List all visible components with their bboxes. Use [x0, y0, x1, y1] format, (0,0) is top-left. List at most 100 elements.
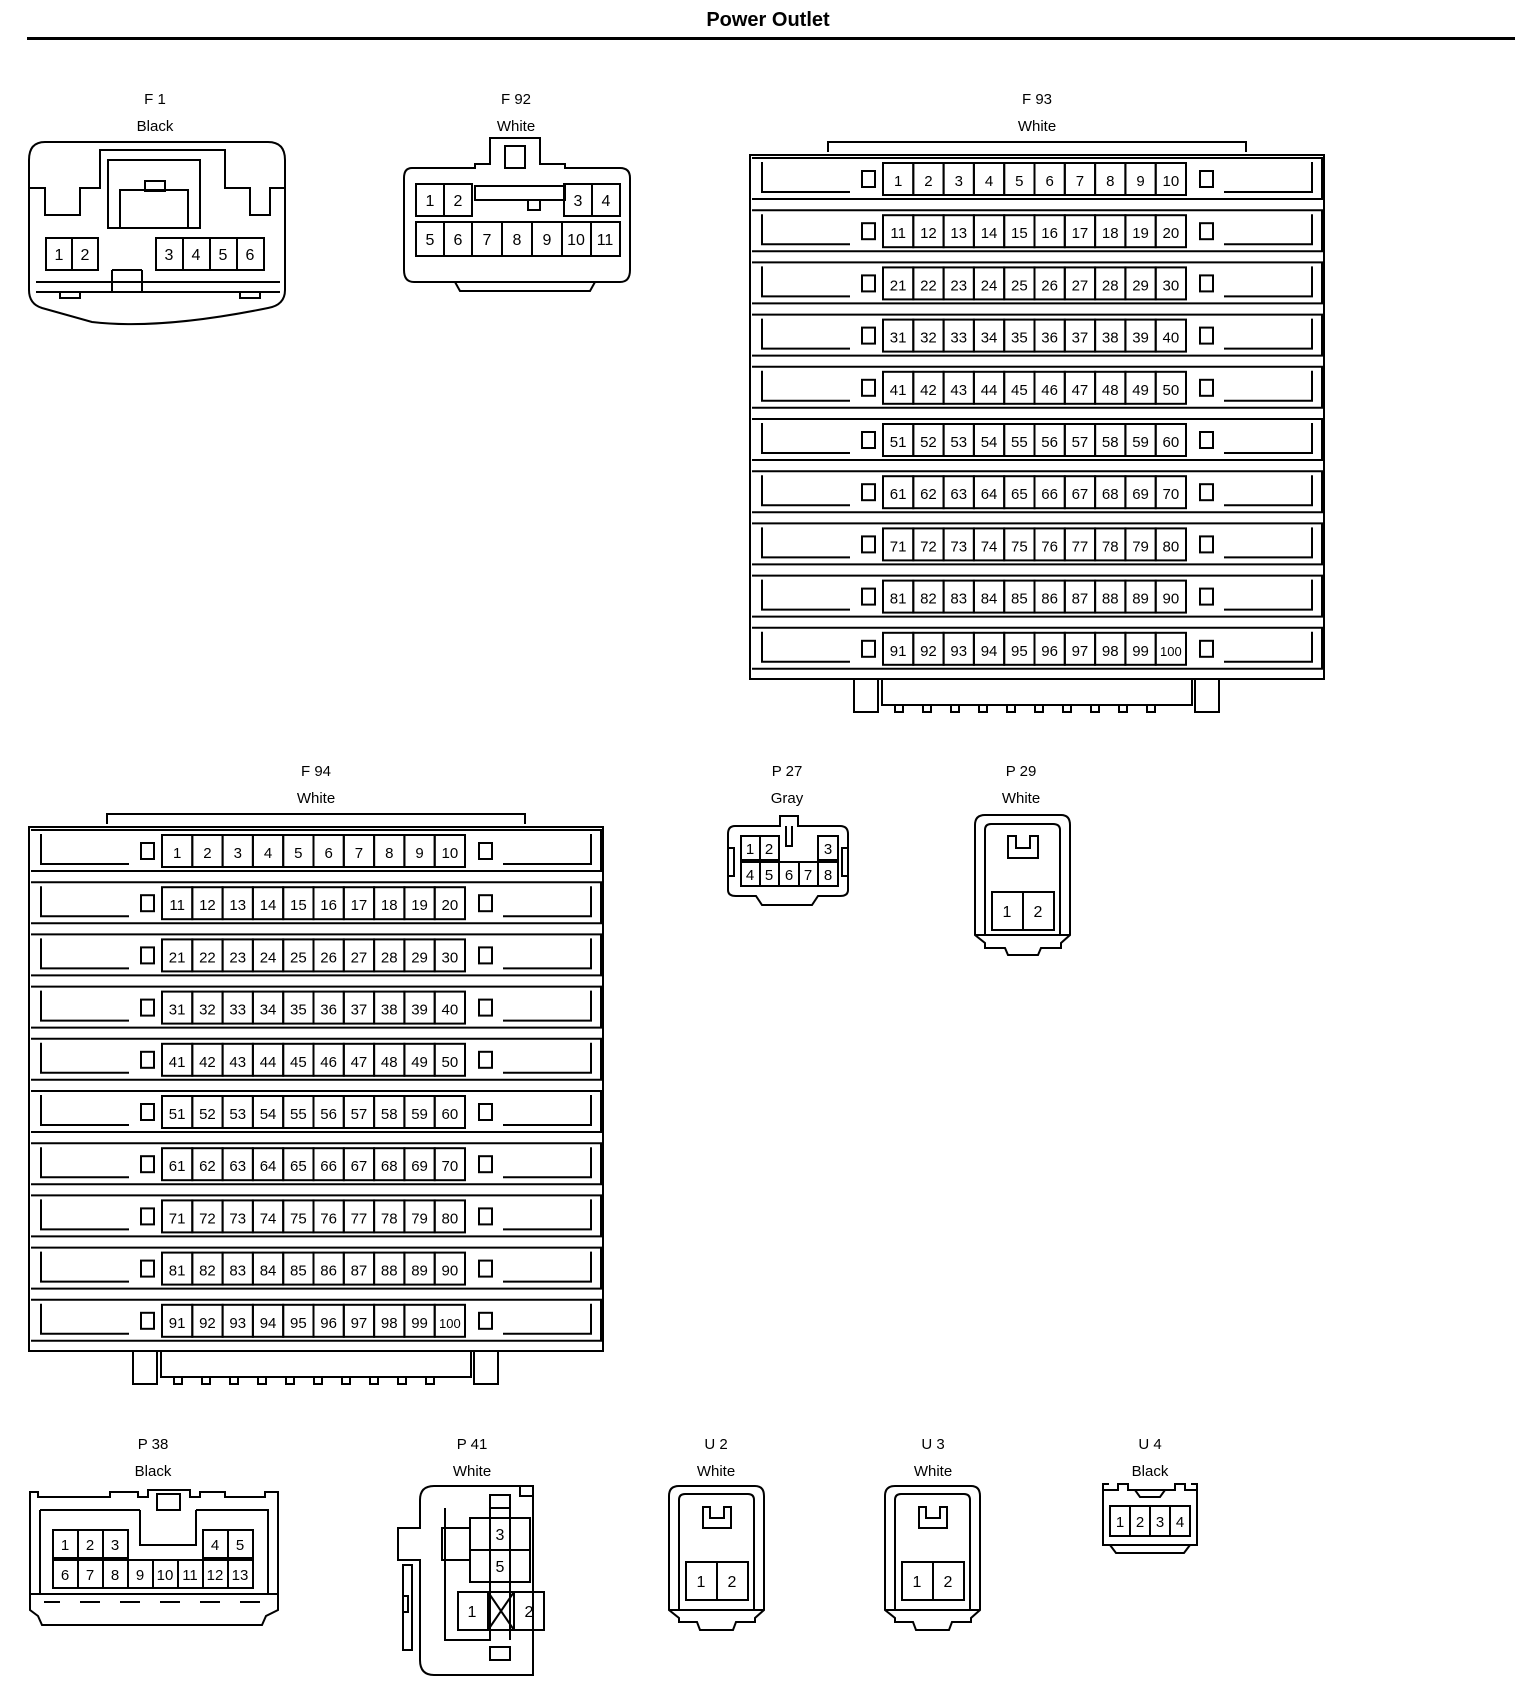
svg-text:87: 87 — [351, 1263, 368, 1280]
svg-text:65: 65 — [290, 1158, 307, 1175]
pin-85: 85 — [282, 1251, 315, 1286]
svg-text:70: 70 — [1163, 486, 1180, 503]
connector-p38-color: Black — [135, 1463, 172, 1480]
pin-67: 67 — [1063, 475, 1097, 510]
pin-17: 17 — [1063, 214, 1097, 249]
pin-1: 1 — [52, 1529, 79, 1559]
svg-text:2: 2 — [1034, 904, 1043, 921]
pin-68: 68 — [373, 1147, 406, 1182]
svg-text:13: 13 — [950, 225, 967, 242]
svg-text:5: 5 — [236, 1537, 244, 1554]
pin-72: 72 — [912, 527, 945, 562]
pin-11: 11 — [882, 214, 915, 249]
svg-text:98: 98 — [1102, 643, 1119, 660]
pin-3: 3 — [469, 1517, 531, 1551]
svg-text:3: 3 — [496, 1527, 505, 1544]
pin-4: 4 — [591, 183, 621, 217]
connector-u3-id: U 3 — [921, 1436, 944, 1453]
pin-14: 14 — [972, 214, 1006, 249]
svg-text:13: 13 — [229, 897, 246, 914]
pin-26: 26 — [312, 938, 345, 973]
latch-square — [1199, 274, 1214, 293]
latch-square — [140, 1155, 155, 1174]
latch-square — [478, 1207, 493, 1226]
pin-56: 56 — [312, 1095, 345, 1129]
svg-text:12: 12 — [199, 897, 216, 914]
latch-square — [1199, 483, 1214, 502]
svg-text:82: 82 — [920, 591, 937, 608]
latch-square — [478, 946, 493, 965]
pin-27: 27 — [1063, 266, 1097, 301]
svg-text:7: 7 — [86, 1567, 94, 1584]
svg-text:71: 71 — [169, 1210, 186, 1227]
svg-text:23: 23 — [950, 277, 967, 294]
pin-12: 12 — [202, 1559, 229, 1589]
pin-29: 29 — [1124, 266, 1157, 301]
pin-62: 62 — [191, 1147, 224, 1182]
svg-text:2: 2 — [1136, 1514, 1144, 1531]
pin-70: 70 — [1154, 475, 1187, 510]
svg-text:72: 72 — [199, 1210, 216, 1227]
connector-p41-pins: 3 5 1 2 — [457, 1517, 545, 1631]
pin-87: 87 — [1063, 579, 1097, 614]
pin-12: 12 — [912, 214, 945, 249]
svg-text:1: 1 — [468, 1604, 477, 1621]
pin-77: 77 — [342, 1199, 376, 1234]
svg-text:68: 68 — [1102, 486, 1119, 503]
pin-2: 2 — [759, 835, 780, 861]
svg-text:67: 67 — [351, 1158, 368, 1175]
pin-2: 2 — [932, 1561, 965, 1601]
svg-text:92: 92 — [199, 1315, 216, 1332]
latch-square — [140, 1050, 155, 1069]
pin-57: 57 — [342, 1095, 376, 1129]
pin-52: 52 — [912, 423, 945, 457]
pin-64: 64 — [251, 1147, 285, 1182]
pin-79: 79 — [403, 1199, 436, 1234]
svg-text:16: 16 — [1041, 225, 1058, 242]
svg-text:79: 79 — [1132, 538, 1149, 555]
svg-text:90: 90 — [1163, 591, 1180, 608]
pin-27: 27 — [342, 938, 376, 973]
pin-2: 2 — [716, 1561, 749, 1601]
pin-100: 100 — [433, 1303, 467, 1338]
svg-text:90: 90 — [442, 1263, 459, 1280]
pin-5: 5 — [209, 237, 238, 271]
pin-8: 8 — [1094, 162, 1127, 196]
pin-3: 3 — [155, 237, 184, 271]
svg-text:4: 4 — [602, 193, 611, 210]
latch-square — [478, 1050, 493, 1069]
svg-text:4: 4 — [192, 247, 201, 264]
svg-text:8: 8 — [513, 232, 522, 249]
latch-square — [861, 170, 876, 188]
svg-text:48: 48 — [381, 1054, 398, 1071]
pin-99: 99 — [403, 1303, 436, 1338]
connector-f92-id: F 92 — [501, 91, 531, 108]
pin-63: 63 — [942, 475, 975, 510]
pin-62: 62 — [912, 475, 945, 510]
pin-97: 97 — [342, 1303, 376, 1338]
svg-text:4: 4 — [985, 173, 993, 190]
pin-59: 59 — [1124, 423, 1157, 457]
svg-text:5: 5 — [219, 247, 228, 264]
svg-text:42: 42 — [199, 1054, 216, 1071]
svg-text:19: 19 — [1132, 225, 1149, 242]
svg-text:53: 53 — [950, 434, 967, 451]
svg-text:81: 81 — [169, 1263, 186, 1280]
pin-26: 26 — [1033, 266, 1066, 301]
svg-text:30: 30 — [442, 949, 459, 966]
connector-p29-housing — [974, 814, 1071, 956]
pin-42: 42 — [191, 1042, 224, 1077]
svg-text:88: 88 — [381, 1263, 398, 1280]
latch-square — [140, 946, 155, 965]
pin-37: 37 — [342, 990, 376, 1025]
svg-text:2: 2 — [525, 1604, 534, 1621]
pin-1: 1 — [991, 891, 1024, 931]
svg-text:69: 69 — [411, 1158, 428, 1175]
svg-text:26: 26 — [1041, 277, 1058, 294]
connector-u3-color: White — [914, 1463, 952, 1480]
latch-square — [140, 1103, 155, 1121]
